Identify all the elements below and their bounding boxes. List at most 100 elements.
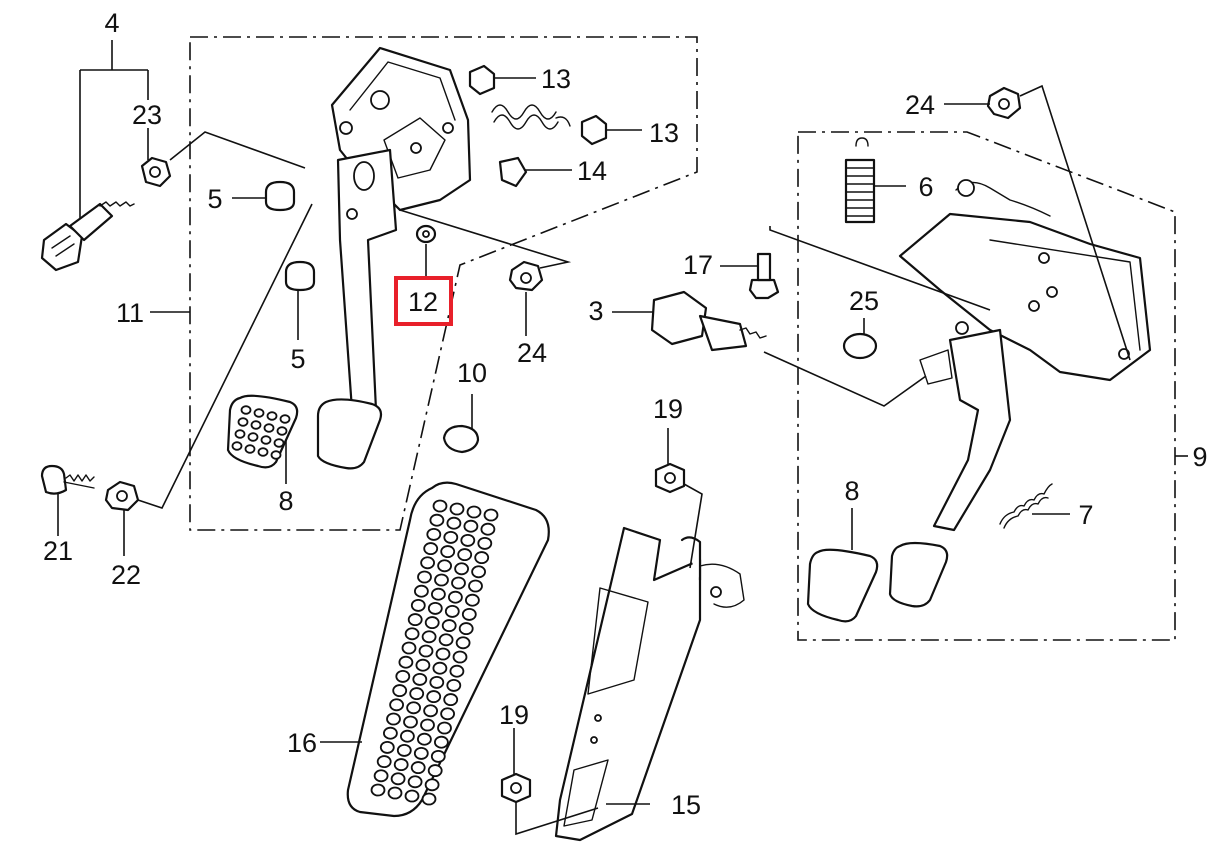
stop-switch-part-4 [40, 40, 149, 272]
pad-hole [247, 432, 259, 442]
pad-hole [418, 644, 434, 658]
pad-hole [443, 693, 459, 707]
pad-hole [468, 579, 483, 593]
callout-24-right: 24 [905, 90, 935, 120]
brake-pedal-assembly-boundary [189, 36, 698, 531]
pad-hole [457, 548, 473, 562]
clutch-pedal-bracket [898, 179, 1152, 385]
pad-hole [483, 508, 499, 522]
nut-part-23 [140, 128, 306, 188]
pad-hole [392, 684, 408, 698]
pad-hole [449, 664, 465, 678]
bolt-part-21 [40, 464, 95, 536]
clutch-pedal-assembly-boundary [797, 131, 1176, 641]
pad-hole [420, 718, 435, 732]
clutch-switch-part-3 [612, 290, 927, 407]
pad-hole [427, 764, 443, 778]
stopper-part-5-lower [284, 260, 316, 340]
pad-hole [409, 687, 425, 701]
pad-hole [257, 447, 269, 457]
pad-hole [440, 545, 456, 559]
pad-hole [407, 775, 423, 789]
pad-hole [441, 619, 457, 633]
pad-hole [430, 749, 446, 763]
pad-hole [279, 414, 291, 424]
pad-hole [433, 735, 449, 749]
clip-part-14 [498, 156, 572, 188]
pad-hole [432, 499, 448, 513]
pad-hole [407, 613, 423, 627]
pad-hole [461, 607, 477, 621]
pad-hole [435, 647, 451, 661]
callout-6: 6 [918, 172, 933, 202]
pad-hole [447, 590, 463, 604]
callout-14: 14 [577, 156, 607, 186]
callout-21: 21 [43, 536, 73, 566]
pad-hole [434, 573, 449, 587]
callout-3: 3 [588, 296, 603, 326]
return-spring-part-13 [491, 104, 571, 130]
callout-22: 22 [111, 560, 141, 590]
pad-hole [406, 701, 422, 715]
nut-part-24-right [944, 84, 1131, 361]
nut-part-19-lower [500, 728, 599, 836]
pad-hole [415, 658, 431, 672]
pad-hole [463, 519, 479, 533]
pad-hole [404, 789, 420, 803]
washer-part-22 [104, 203, 313, 556]
stopper-part-10 [442, 394, 480, 454]
pad-hole [370, 783, 386, 797]
pad-hole [446, 678, 462, 692]
pad-hole [396, 743, 412, 757]
pad-hole [429, 513, 445, 527]
pad-hole [250, 420, 262, 430]
callout-16: 16 [287, 728, 317, 758]
pad-hole [432, 661, 448, 675]
pad-hole [424, 778, 440, 792]
callout-4: 4 [104, 8, 119, 38]
pad-hole [421, 630, 437, 644]
pad-hole [389, 698, 405, 712]
callout-17: 17 [683, 250, 713, 280]
pad-hole [403, 715, 418, 729]
bushing-part-13-lower [580, 114, 642, 146]
pad-hole [231, 441, 243, 451]
pad-hole [437, 559, 453, 573]
pad-hole [387, 786, 403, 800]
pad-hole [273, 438, 285, 448]
pad-hole [474, 551, 490, 565]
callout-15: 15 [671, 790, 701, 820]
collar-part-12 [415, 224, 437, 278]
pad-hole [417, 570, 432, 584]
pad-hole [464, 593, 480, 607]
pad-hole [266, 411, 278, 421]
brake-pedal-pad-plate [316, 398, 383, 470]
pad-hole [398, 655, 414, 669]
callout-10: 10 [457, 358, 487, 388]
pad-hole [379, 740, 395, 754]
pad-hole [263, 423, 275, 433]
pad-hole [386, 712, 401, 726]
callout-24-left: 24 [517, 338, 547, 368]
brake-pedal-arm [336, 148, 398, 412]
pad-hole [438, 633, 454, 647]
callout-11: 11 [116, 298, 144, 328]
pad-hole [413, 746, 429, 760]
pad-hole [424, 616, 440, 630]
pad-hole [244, 444, 256, 454]
bushing-part-13-upper [468, 64, 536, 96]
pad-hole [395, 669, 411, 683]
pad-hole [404, 627, 420, 641]
pad-hole [276, 426, 288, 436]
pad-hole [437, 721, 452, 735]
callout-labels: 4 23 5 5 11 13 13 14 24 24 8 8 10 21 22 … [43, 8, 1208, 820]
pad-hole [420, 556, 436, 570]
pad-hole [399, 729, 415, 743]
pad-hole [460, 533, 476, 547]
bolt-part-17 [720, 226, 991, 311]
callout-7: 7 [1078, 500, 1093, 530]
highlighted-callout-12: 12 [394, 276, 453, 326]
callout-13-upper: 13 [541, 64, 571, 94]
pad-hole [449, 502, 465, 516]
